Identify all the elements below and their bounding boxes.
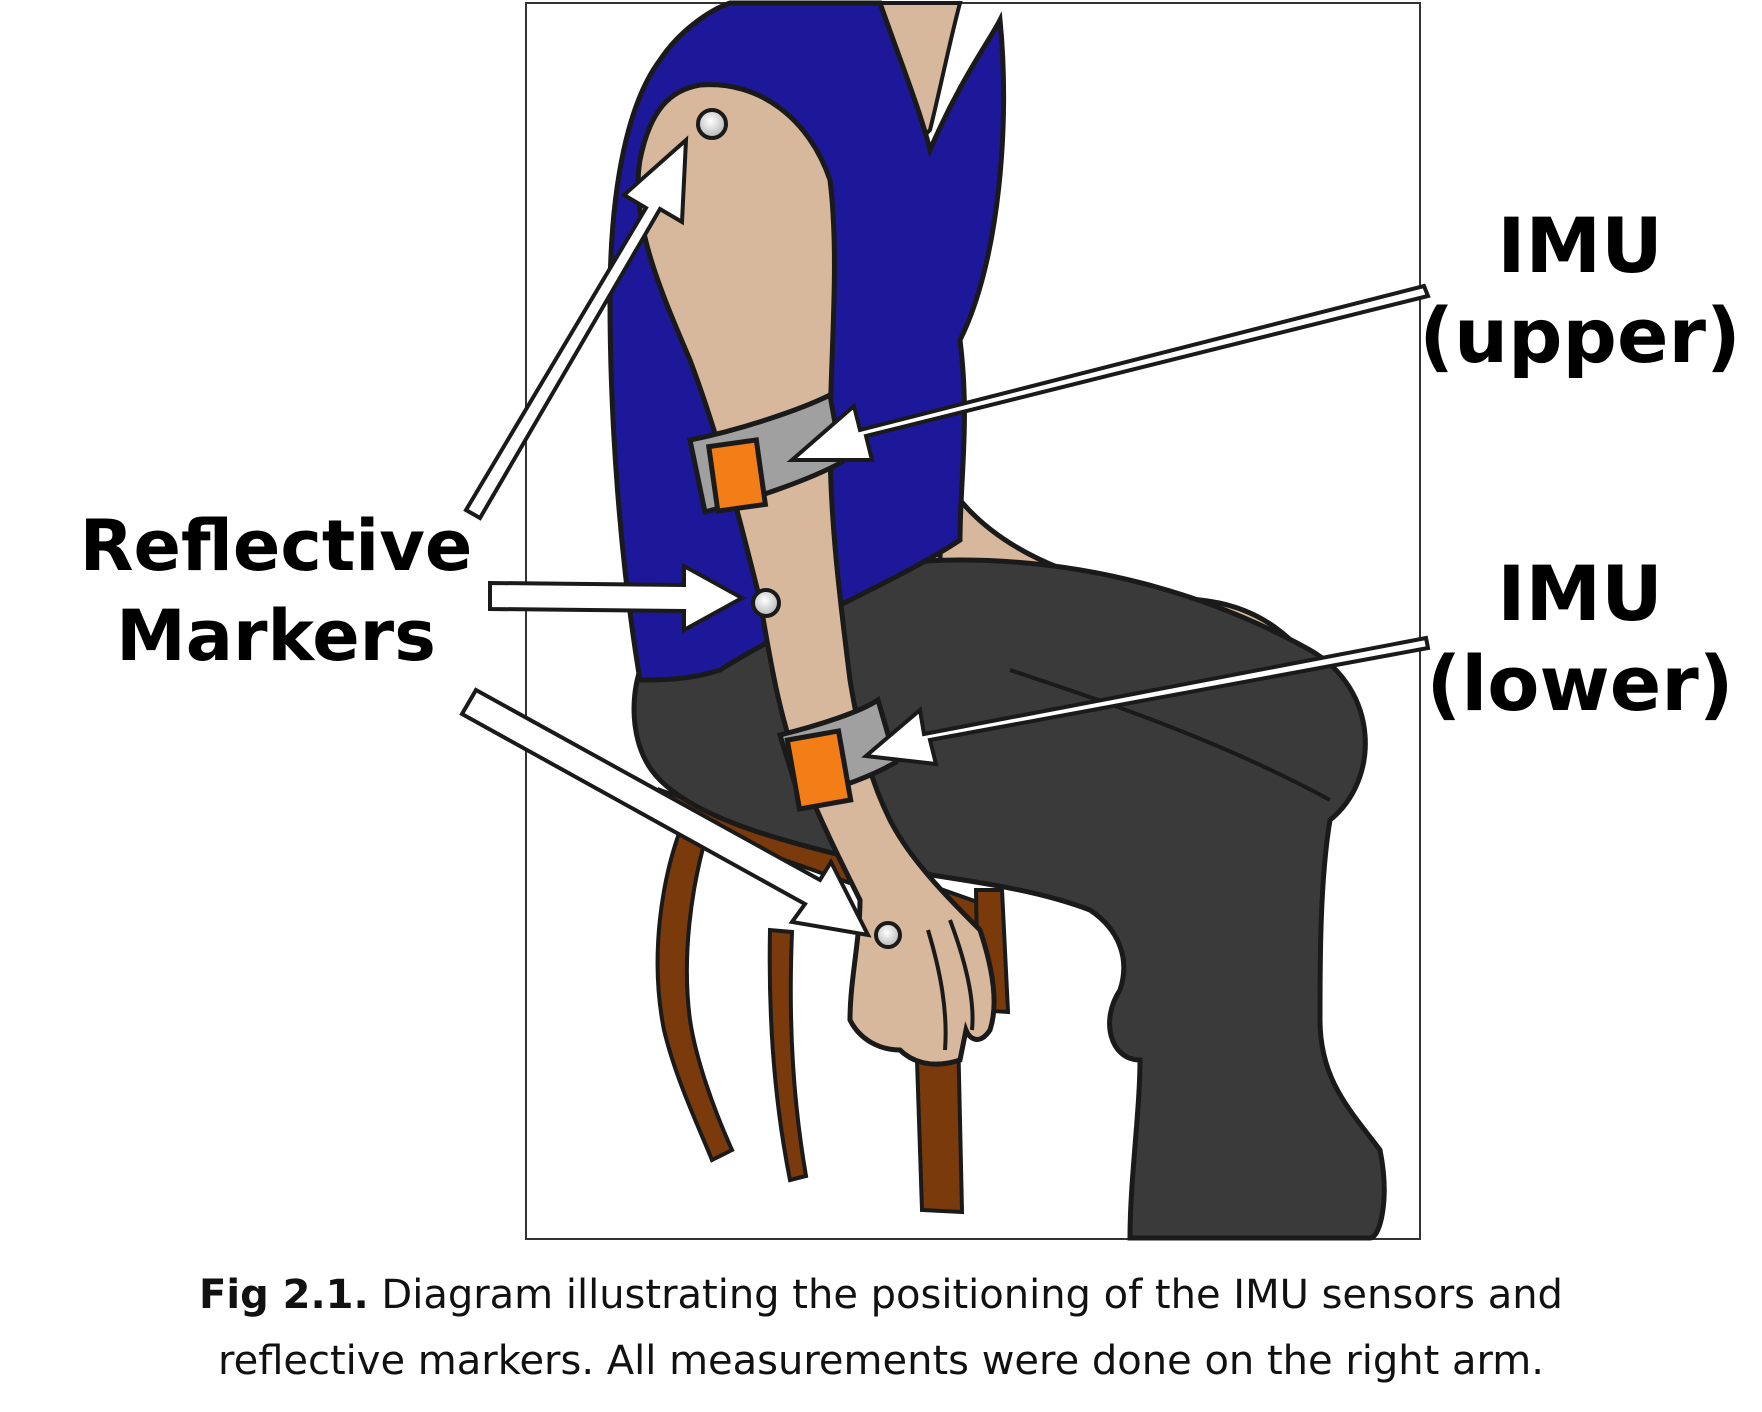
imu-lower-sensor: [787, 731, 850, 809]
caption-line-2: reflective markers. All measurements wer…: [0, 1328, 1762, 1394]
imu-lower-label-line1: IMU: [1497, 549, 1663, 638]
figure-caption: Fig 2.1. Diagram illustrating the positi…: [0, 1262, 1762, 1394]
reflective-marker-elbow: [753, 590, 779, 616]
imu-lower-label-line2: (lower): [1427, 639, 1734, 728]
caption-line-1: Fig 2.1. Diagram illustrating the positi…: [0, 1262, 1762, 1328]
imu-upper-sensor: [709, 440, 766, 511]
caption-text-1: Diagram illustrating the positioning of …: [369, 1272, 1563, 1318]
imu-upper-label-line1: IMU: [1497, 201, 1663, 290]
imu-upper-label-line2: (upper): [1419, 291, 1740, 380]
reflective-marker-shoulder: [698, 110, 726, 138]
reflective-marker-wrist: [876, 923, 900, 947]
caption-figure-number: Fig 2.1.: [199, 1272, 369, 1318]
reflective-markers-label-line1: Reflective: [80, 505, 473, 587]
reflective-markers-label-line2: Markers: [116, 595, 436, 677]
